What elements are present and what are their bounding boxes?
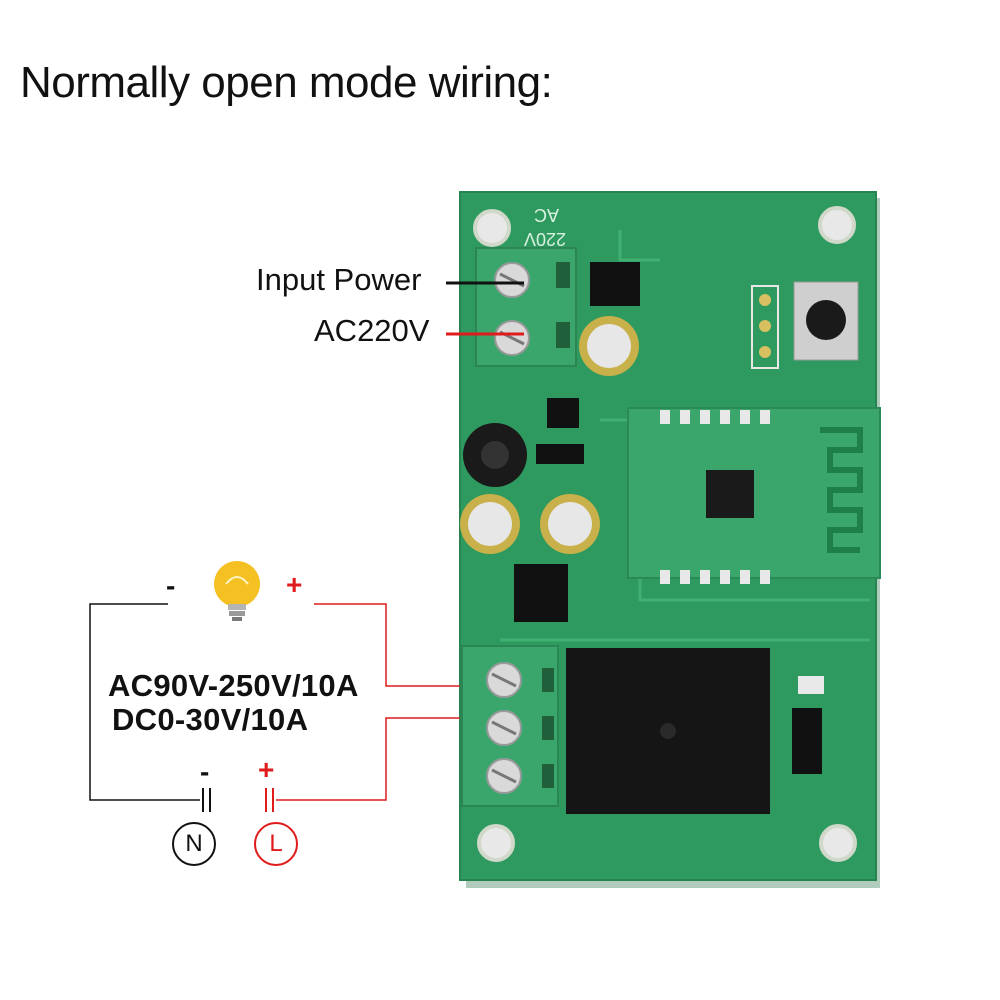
neutral-wire [89, 603, 200, 801]
page-title: Normally open mode wiring: [20, 58, 553, 107]
bridge-rectifier [590, 262, 640, 306]
diode [792, 708, 822, 774]
load-plus-sign: + [286, 569, 303, 600]
pin-header [751, 285, 779, 369]
source-minus-sign: - [200, 756, 210, 787]
neutral-label: N [185, 830, 203, 857]
neutral-source-symbol [202, 788, 211, 812]
silkscreen-ac: AC [534, 205, 560, 225]
load-live-wire [314, 603, 460, 687]
ac220v-label: AC220V [314, 313, 430, 348]
neutral-circle: N [172, 822, 216, 866]
source-plus-sign: + [258, 754, 275, 785]
live-label: L [269, 830, 283, 857]
regulator-chip [514, 564, 568, 622]
load-minus-sign: - [166, 570, 176, 601]
mcu-chip [706, 470, 754, 518]
source-live-wire [276, 717, 460, 801]
input-terminal-block [475, 247, 577, 367]
mounting-holes [473, 206, 857, 862]
push-button [793, 281, 859, 361]
output-terminal-block [461, 645, 559, 807]
light-bulb-icon [214, 561, 260, 621]
input-power-label: Input Power [256, 262, 422, 297]
capacitors [460, 316, 639, 554]
status-led [798, 676, 824, 694]
live-circle: L [254, 822, 298, 866]
silkscreen-voltage: 220V [524, 229, 567, 249]
live-source-symbol [265, 788, 274, 812]
relay [566, 648, 770, 814]
ac-rating: AC90V-250V/10A [108, 668, 359, 703]
dc-rating: DC0-30V/10A [112, 702, 309, 737]
wifi-module [627, 407, 881, 584]
